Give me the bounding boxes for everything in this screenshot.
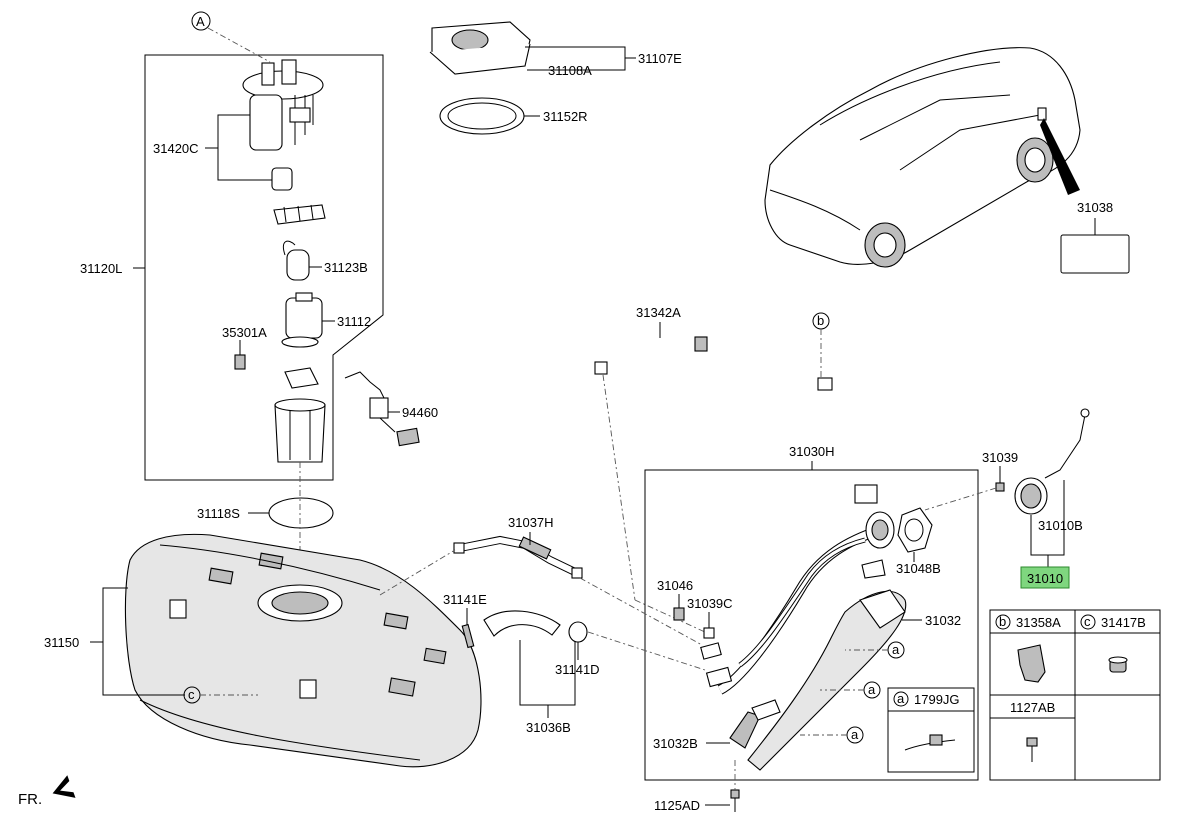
label-31037H: 31037H [508, 515, 554, 530]
callout-a-3: a [851, 727, 859, 742]
hose-31037H-alignment-2 [579, 577, 703, 646]
label-31358A: 31358A [1016, 615, 1061, 630]
front-arrow-icon [52, 775, 76, 798]
label-31046: 31046 [657, 578, 693, 593]
clip-31358A-part [1017, 644, 1046, 683]
reservoir-cup-part [274, 398, 326, 463]
fuel-cap-part [1014, 408, 1090, 515]
bracket-31032B-part [729, 699, 781, 749]
label-31112: 31112 [337, 314, 371, 329]
label-31036B: 31036B [526, 720, 571, 735]
label-31141D: 31141D [555, 662, 600, 677]
label-31120L: 31120L [80, 261, 122, 276]
hose-31037H-part [453, 535, 583, 579]
filler-pipe-part [700, 525, 882, 695]
label-31141E: 31141E [443, 592, 487, 607]
label-31039: 31039 [982, 450, 1018, 465]
table-1799JG [887, 687, 975, 773]
clamp-alignment-line [587, 631, 706, 671]
tie-1799JG-part [904, 739, 956, 751]
hose-alignment-line-2 [634, 599, 706, 633]
label-31123B: 31123B [324, 260, 368, 275]
fuel-door-pointer [1040, 118, 1080, 195]
label-31038: 31038 [1077, 200, 1113, 215]
label-31010[interactable]: 31010 [1027, 571, 1063, 586]
car-illustration [764, 47, 1081, 268]
cap-alignment-line [924, 487, 997, 511]
clamp-31141E-part [461, 623, 475, 649]
lower-bracket-part [284, 367, 319, 389]
label-31108A: 31108A [548, 63, 592, 78]
hose-31036B-part [483, 610, 561, 637]
label-31010B: 31010B [1038, 518, 1083, 533]
label-31030H: 31030H [789, 444, 835, 459]
callout-a-1: a [892, 642, 900, 657]
label-31107E: 31107E [638, 51, 682, 66]
pump-body-part [281, 292, 323, 348]
tie-head-1799JG [929, 734, 943, 746]
callout-a-2: a [868, 682, 876, 697]
pump-flange-part [242, 59, 324, 151]
label-35301A: 35301A [222, 325, 267, 340]
small-parts-table [989, 609, 1161, 781]
label-1799JG: 1799JG [914, 692, 960, 707]
bolt-1125AD-part [730, 789, 740, 812]
label-31032: 31032 [925, 613, 961, 628]
pump-motor-part [282, 240, 310, 281]
label-31039C: 31039C [687, 596, 733, 611]
table-callout-circle-c [1080, 614, 1096, 630]
label-31048B: 31048B [896, 561, 941, 576]
label-1125AD: 1125AD [654, 798, 700, 813]
label-31417B: 31417B [1101, 615, 1146, 630]
bolt-1127AB-part [1026, 737, 1038, 762]
table-callout-circle-b [995, 614, 1011, 630]
table-callout-c: c [1084, 614, 1091, 629]
fitting-31046-part [673, 607, 685, 621]
front-direction-label: FR. [18, 791, 42, 808]
label-plate-31038 [1060, 234, 1130, 274]
screw-31039-part [995, 482, 1005, 492]
cover-31108A-part [429, 21, 531, 75]
fuel-tank-part [124, 533, 482, 768]
label-31342A: 31342A [636, 305, 681, 320]
gasket-plate-31048B [897, 507, 933, 553]
callout-circle-A [191, 11, 211, 31]
pump-module-group-box [144, 54, 384, 481]
hose-31037H-alignment [379, 549, 456, 596]
fitting-31039C-part [703, 627, 715, 639]
label-A: A [196, 14, 205, 29]
grommet-31417B-part [1108, 656, 1128, 673]
reservoir-clip-part [273, 204, 326, 225]
label-94460: 94460 [402, 405, 438, 420]
label-31118S: 31118S [197, 506, 240, 521]
protector-31032-part [747, 589, 907, 771]
table-callout-circle-a [893, 691, 909, 707]
small-clip-part [861, 559, 886, 579]
gasket-ring-31118S [268, 497, 334, 529]
label-31420C: 31420C [153, 141, 199, 156]
leader-A [207, 27, 271, 63]
filler-head-part [854, 484, 895, 549]
label-31152R: 31152R [543, 109, 588, 124]
label-31032B: 31032B [653, 736, 698, 751]
vapor-hose-31342A-part [588, 334, 833, 391]
fitting-35301A-part [234, 354, 246, 370]
table-callout-b: b [999, 614, 1006, 629]
callout-b-hose: b [817, 313, 824, 328]
fuel-level-sender-part [344, 371, 420, 447]
label-31150: 31150 [44, 635, 79, 650]
callout-c-tank: c [188, 687, 195, 702]
label-1127AB: 1127AB [1010, 700, 1055, 715]
fuel-door-marker [1037, 107, 1047, 121]
highlight-31010[interactable] [1020, 566, 1070, 589]
clamp-31141D-part [568, 621, 588, 643]
lock-ring-31152R-part [439, 97, 525, 135]
filter-part [271, 167, 293, 191]
table-callout-a: a [897, 691, 905, 706]
hose-alignment-line [602, 374, 636, 601]
